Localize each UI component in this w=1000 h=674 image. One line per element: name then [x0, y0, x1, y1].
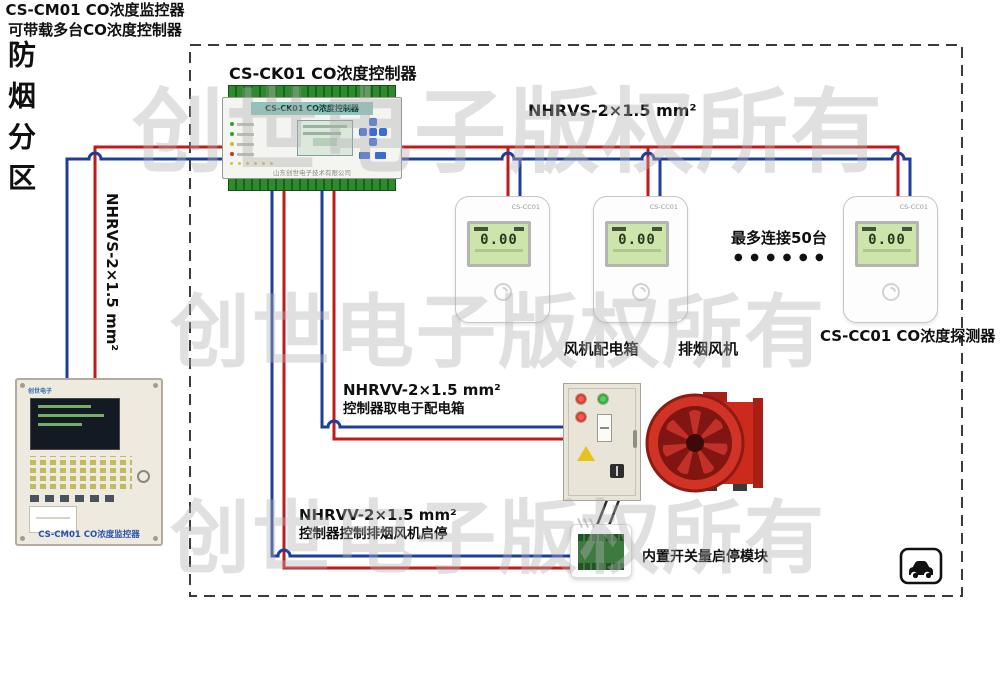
rotary-switch — [610, 464, 624, 478]
controller-model-band: CS-CK01 CO浓度控制器 — [251, 102, 373, 115]
brand-logo-icon — [631, 283, 650, 301]
fan-power-distribution-box — [563, 383, 641, 501]
detector-caption: CS-CC01 CO浓度探测器 — [820, 327, 996, 345]
co-detector-2: CS-CC01 0.00 — [593, 196, 688, 323]
switch-module — [570, 518, 632, 578]
status-led-row — [230, 142, 254, 146]
co-detector-1: CS-CC01 0.00 — [455, 196, 550, 323]
screw-icon — [153, 383, 158, 388]
controller-caption: CS-CK01 CO浓度控制器 — [229, 64, 417, 83]
module-wire-stub — [576, 518, 584, 528]
navigation-keypad — [359, 118, 387, 146]
function-buttons — [359, 152, 386, 159]
key-left-icon — [359, 128, 367, 136]
control-cable-label: NHRVV-2×1.5 mm² 控制器控制排烟风机启停 — [299, 506, 457, 544]
fan-box-caption: 风机配电箱 — [563, 340, 639, 358]
monitor-caption-line1: CS-CM01 CO浓度监控器 — [5, 1, 185, 19]
lcd-co-value: 0.00 — [480, 232, 518, 248]
smoke-exhaust-fan — [645, 392, 763, 493]
car-icon — [899, 547, 943, 585]
detector-lcd: 0.00 — [605, 221, 669, 267]
keyhole-icon — [137, 470, 150, 483]
indicator-lamp-red — [576, 394, 586, 404]
terminal-strip-bottom — [228, 177, 396, 191]
key-right-icon — [379, 128, 387, 136]
co-controller-device: CS-CK01 CO浓度控制器 山东创世电子技术有限公司 — [222, 85, 402, 191]
monitor-caption: CS-CM01 CO浓度监控器 可带载多台CO浓度控制器 — [0, 0, 190, 40]
cable-spec: NHRVV-2×1.5 mm² — [299, 506, 457, 524]
screw-icon — [20, 536, 25, 541]
lcd-text-line — [303, 125, 347, 128]
monitor-caption-line2: 可带载多台CO浓度控制器 — [8, 21, 182, 39]
panel-meter — [597, 414, 612, 442]
module-caption: 内置开关量启停模块 — [642, 549, 768, 565]
lcd-text-line — [303, 132, 341, 135]
warning-triangle-icon — [577, 446, 595, 461]
lcd-unit-line — [863, 249, 911, 252]
lcd-status-icons — [862, 227, 912, 231]
co-detector-3: CS-CC01 0.00 — [843, 196, 938, 323]
cable-spec: NHRVV-2×1.5 mm² — [343, 381, 501, 399]
cable-desc: 控制器控制排烟风机启停 — [299, 526, 448, 542]
brand-logo-icon — [493, 283, 512, 301]
monitor-model-label: CS-CM01 CO浓度监控器 — [38, 530, 140, 540]
monitor-screen — [30, 398, 120, 450]
detector-model-text: CS-CC01 — [511, 203, 540, 211]
fan-flange — [753, 398, 763, 488]
controller-faceplate: CS-CK01 CO浓度控制器 山东创世电子技术有限公司 — [222, 97, 402, 179]
lcd-status-icons — [474, 227, 524, 231]
lcd-readout — [313, 138, 337, 146]
ellipsis-dots: ● ● ● ● ● ● — [734, 252, 826, 263]
status-led-row — [230, 132, 254, 136]
status-led-row — [230, 122, 254, 126]
brand-logo-icon — [881, 283, 900, 301]
lcd-unit-line — [475, 249, 523, 252]
printer-slot — [29, 506, 77, 533]
screen-text-line — [38, 423, 82, 426]
lcd-status-icons — [612, 227, 662, 231]
lcd-co-value: 0.00 — [868, 232, 906, 248]
detector-lcd: 0.00 — [467, 221, 531, 267]
detector-lcd: 0.00 — [855, 221, 919, 267]
screen-text-line — [38, 405, 91, 408]
key-down-icon — [369, 138, 377, 146]
bus-cable-label: NHRVS-2×1.5 mm² — [528, 101, 697, 120]
screen-text-line — [38, 414, 104, 417]
indicator-lamp-red2 — [576, 412, 586, 422]
module-wire-stub — [588, 518, 596, 528]
brand-logo-text: 创世电子 — [28, 388, 53, 395]
channel-led-row — [230, 162, 273, 165]
controller-lcd — [297, 120, 353, 156]
key-up-icon — [369, 118, 377, 126]
power-cable-label: NHRVV-2×1.5 mm² 控制器取电于配电箱 — [343, 381, 501, 419]
manufacturer-text: 山东创世电子技术有限公司 — [273, 169, 351, 177]
monitor-button-row — [30, 495, 120, 502]
detector-model-text: CS-CC01 — [649, 203, 678, 211]
screw-icon — [20, 383, 25, 388]
status-led-row — [230, 152, 254, 156]
lcd-unit-line — [613, 249, 661, 252]
zone-led-grid — [30, 456, 132, 489]
detector-model-text: CS-CC01 — [899, 203, 928, 211]
max-connection-label: 最多连接50台 — [731, 229, 827, 247]
lcd-co-value: 0.00 — [618, 232, 656, 248]
cable-desc: 控制器取电于配电箱 — [343, 401, 465, 417]
module-terminal-block — [578, 534, 624, 570]
indicator-lamp-green — [598, 394, 608, 404]
door-handle — [633, 430, 637, 448]
fan-caption: 排烟风机 — [677, 340, 738, 358]
co-monitor-device: 创世电子 CS-CM01 CO浓度监控器 — [15, 378, 163, 546]
smoke-zone-label: 防烟分区 — [4, 40, 37, 204]
fan-hub — [686, 434, 704, 452]
key-enter-icon — [369, 128, 377, 136]
monitor-cable-label: NHRVS-2×1.5 mm² — [103, 193, 121, 351]
box-door-panel — [568, 388, 636, 496]
module-wire-stub — [582, 518, 590, 528]
fan-foot — [733, 484, 747, 491]
screw-icon — [153, 536, 158, 541]
